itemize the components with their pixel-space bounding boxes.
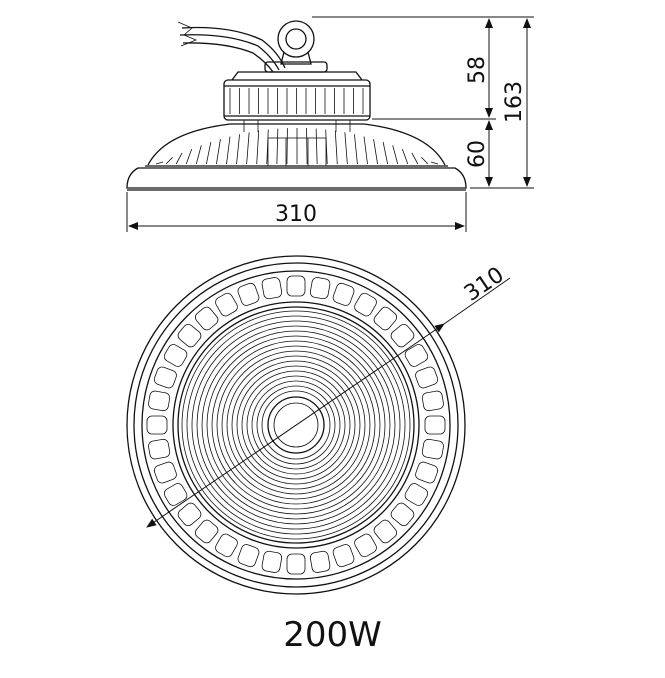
led-module (146, 415, 168, 435)
led-module (421, 390, 444, 412)
led-module (163, 483, 188, 506)
led-module (286, 275, 306, 297)
led-module (215, 533, 238, 558)
led-module (153, 461, 177, 484)
led-module (309, 550, 331, 573)
led-module (404, 344, 429, 367)
lens-rim (126, 167, 467, 189)
led-module (148, 438, 171, 460)
led-module (286, 553, 306, 575)
power-cable (177, 21, 286, 73)
led-module (390, 502, 415, 527)
led-module (215, 292, 238, 317)
dimension-heights: 58 60 163 (312, 16, 534, 189)
led-module (163, 344, 188, 367)
side-view (126, 20, 467, 191)
led-module (237, 282, 260, 306)
led-module (153, 366, 177, 389)
led-module (421, 438, 444, 460)
led-module (177, 323, 202, 348)
led-module (177, 502, 202, 527)
outer-rim (126, 255, 466, 595)
led-module (354, 292, 377, 317)
led-module (194, 306, 219, 331)
led-module (332, 282, 355, 306)
led-module (354, 533, 377, 558)
driver-housing (223, 61, 371, 132)
led-module (309, 277, 331, 300)
led-module (261, 550, 283, 573)
led-module (148, 390, 171, 412)
led-module (424, 415, 446, 435)
width-side-label: 310 (275, 202, 317, 227)
led-module (194, 519, 219, 544)
model-label: 200W (283, 615, 382, 655)
heatsink-body (145, 123, 448, 167)
led-module (237, 544, 260, 568)
hanging-ring (277, 20, 315, 65)
dimension-width-side: 310 (126, 192, 467, 232)
led-module (373, 306, 398, 331)
height-total-label: 163 (502, 81, 527, 123)
led-module (415, 461, 439, 484)
led-module (332, 544, 355, 568)
led-module (373, 519, 398, 544)
led-module (404, 483, 429, 506)
led-module (261, 277, 283, 300)
led-module (390, 323, 415, 348)
led-module (415, 366, 439, 389)
height-top-label: 58 (465, 56, 490, 84)
height-bottom-label: 60 (465, 140, 490, 168)
diameter-label: 310 (460, 263, 509, 307)
